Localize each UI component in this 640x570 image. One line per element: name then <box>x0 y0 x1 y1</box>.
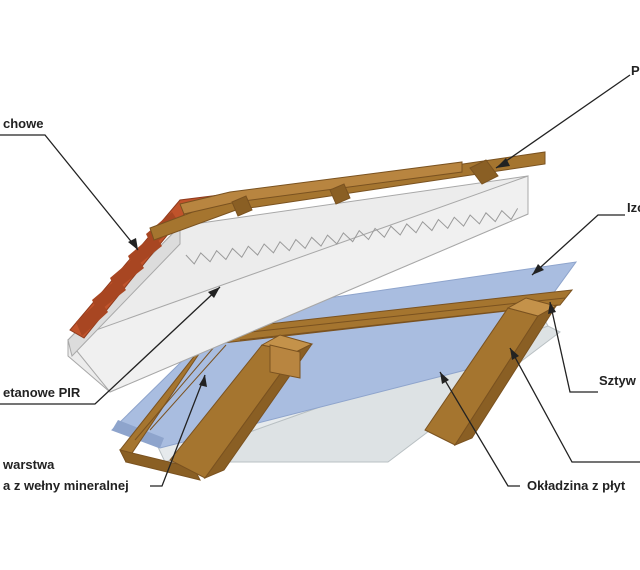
label-bottom-left-line2: a z wełny mineralnej <box>3 478 129 493</box>
rafter-left <box>169 334 314 480</box>
leader-lines <box>0 74 640 487</box>
label-top-left: chowe <box>3 116 43 131</box>
label-bottom-right: Okładzina z płyt <box>527 478 626 493</box>
leader-top-right <box>495 74 631 169</box>
label-mid-right: Izo <box>627 200 640 215</box>
leader-mid-right <box>531 214 625 276</box>
label-right-lower: Sztyw <box>599 373 637 388</box>
label-top-right: P <box>631 63 640 78</box>
label-left-mid: etanowe PIR <box>3 385 81 400</box>
arrow-top-right <box>496 158 510 168</box>
leader-bottom-left <box>150 374 206 487</box>
rafters <box>169 297 558 480</box>
leader-bottom-right <box>439 371 520 487</box>
arrow-top-left <box>128 238 138 250</box>
arrow-left-mid <box>208 287 220 298</box>
label-bottom-left-line1: warstwa <box>2 457 55 472</box>
arrow-right-lower <box>548 302 556 314</box>
leader-right-lower <box>549 301 598 393</box>
leader-left-mid <box>0 286 221 405</box>
rafter-right <box>424 297 558 447</box>
leader-right-lower-2 <box>509 347 640 463</box>
top-battens <box>149 151 546 241</box>
arrow-right-lower-2 <box>510 348 519 360</box>
arrow-mid-right <box>532 264 544 275</box>
leader-top-left <box>0 134 139 251</box>
arrow-bottom-right <box>440 372 449 384</box>
arrow-bottom-left <box>199 375 207 387</box>
